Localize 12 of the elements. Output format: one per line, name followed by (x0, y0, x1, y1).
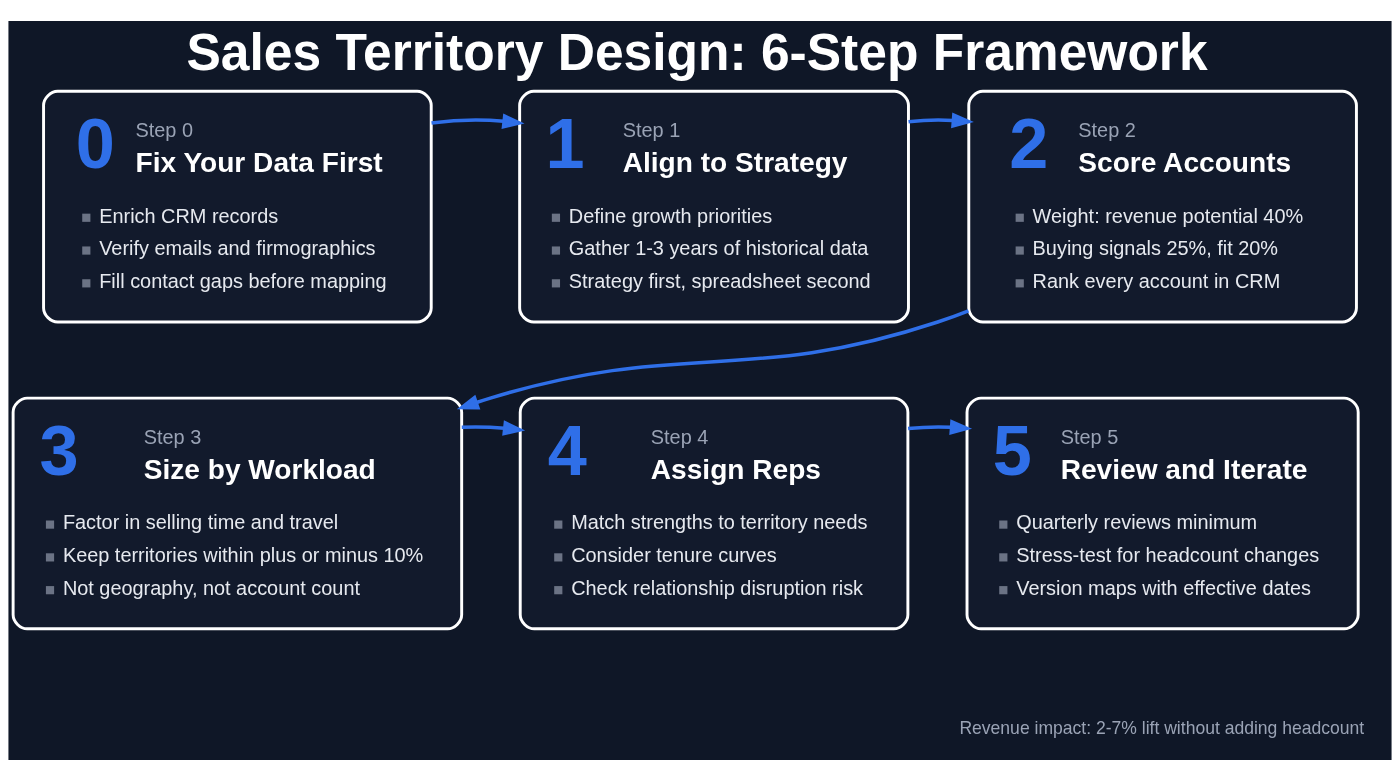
arrow (908, 112, 974, 129)
diagram-title: Sales Territory Design: 6-Step Framework (186, 23, 1208, 82)
label: Revenue impact: 2-7% lift without adding headcount (959, 718, 1365, 739)
arrow (431, 113, 525, 129)
arrow (907, 419, 973, 435)
arrow (456, 309, 970, 410)
node-box: 3 Step 3 Size by Workload Factor in selling time and travel Keep territories within plus or minus 10% Not geography, not account count (11, 396, 464, 631)
node-box: 1 Step 1 Align to Strategy Define growth priorities Gather 1-3 years of historical data Strategy first, spreadsheet second (518, 89, 910, 324)
arrow (461, 420, 526, 436)
node-box: 4 Step 4 Assign Reps Match strengths to territory needs Consider tenure curves Check relationship disruption risk (518, 396, 910, 631)
node-box: 5 Step 5 Review and Iterate Quarterly reviews minimum Stress-test for headcount changes Version maps with effective dates (965, 396, 1360, 631)
node-box: 2 Step 2 Score Accounts Weight: revenue potential 40% Buying signals 25%, fit 20% Rank every account in CRM (967, 89, 1358, 324)
